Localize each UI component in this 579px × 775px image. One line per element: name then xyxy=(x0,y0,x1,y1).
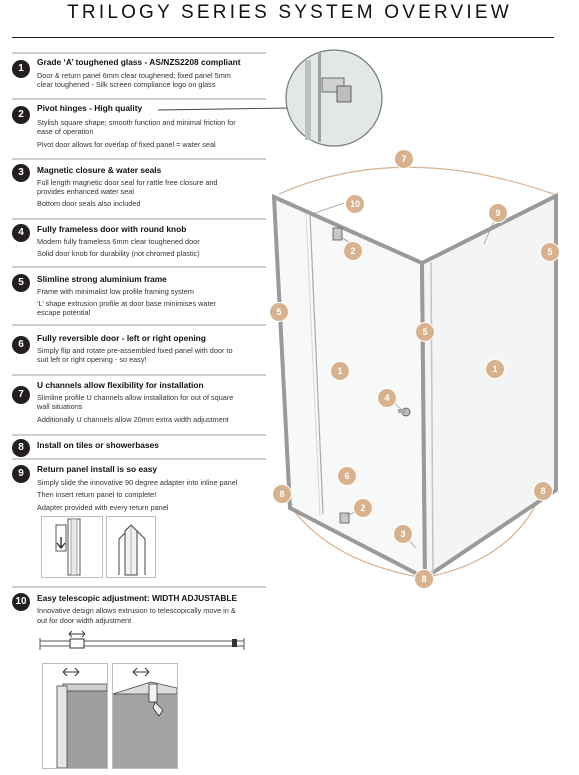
feature-title: Slimline strong aluminium frame xyxy=(37,274,167,284)
title-divider xyxy=(12,37,554,38)
page-title: TRILOGY SERIES SYSTEM OVERVIEW xyxy=(67,2,512,23)
telescopic-detail-2 xyxy=(112,663,178,769)
feature-line: escape potential xyxy=(37,308,91,317)
feature-1: 1 Grade ‘A’ toughened glass - AS/NZS2208… xyxy=(12,52,266,98)
adapter-sketch-2 xyxy=(106,516,156,578)
callout-8: 8 xyxy=(533,481,553,501)
adapter-sketch-1 xyxy=(41,516,103,578)
feature-title: Pivot hinges - High quality xyxy=(37,103,143,113)
feature-title: U channels allow flexibility for install… xyxy=(37,380,204,390)
callout-5: 5 xyxy=(540,242,560,262)
callout-8: 8 xyxy=(272,484,292,504)
feature-line: ‘L’ shape extrusion profile at door base… xyxy=(37,299,216,308)
feature-line: Simply slide the innovative 90 degree ad… xyxy=(37,478,238,487)
feature-divider xyxy=(12,324,266,326)
feature-number-badge: 8 xyxy=(12,439,30,457)
feature-divider xyxy=(12,374,266,376)
extrusion-detail-illustration xyxy=(56,667,107,768)
feature-line: suit left or right opening - so easy! xyxy=(37,355,147,364)
feature-line: Adapter provided with every return panel xyxy=(37,503,169,512)
feature-line: clear toughened - Silk screen compliance… xyxy=(37,80,216,89)
feature-line: Modern fully frameless 6mm clear toughen… xyxy=(37,237,200,246)
feature-number-badge: 2 xyxy=(12,106,30,124)
feature-number-badge: 9 xyxy=(12,465,30,483)
feature-2: 2 Pivot hinges - High quality Stylish sq… xyxy=(12,98,266,158)
feature-line: Then insert return panel to complete! xyxy=(37,490,157,499)
feature-line: Bottom door seals also included xyxy=(37,199,141,208)
adapter-insert-illustration xyxy=(55,518,81,576)
feature-number-badge: 4 xyxy=(12,224,30,242)
feature-divider xyxy=(12,52,266,54)
feature-number-badge: 3 xyxy=(12,164,30,182)
feature-divider xyxy=(12,434,266,436)
feature-title: Fully frameless door with round knob xyxy=(37,224,187,234)
feature-divider xyxy=(12,458,266,460)
feature-line: wall situations xyxy=(37,402,83,411)
callout-3: 3 xyxy=(393,524,413,544)
feature-line: Stylish square shape; smooth function an… xyxy=(37,118,236,127)
feature-title: Install on tiles or showerbases xyxy=(37,440,159,450)
feature-divider xyxy=(12,218,266,220)
callout-5: 5 xyxy=(269,302,289,322)
feature-10: 10 Easy telescopic adjustment: WIDTH ADJ… xyxy=(12,586,266,636)
feature-title: Grade ‘A’ toughened glass - AS/NZS2208 c… xyxy=(37,57,241,67)
feature-line: Full length magnetic door seal for rattl… xyxy=(37,178,218,187)
callout-2: 2 xyxy=(353,498,373,518)
callout-4: 4 xyxy=(377,388,397,408)
adapter-assembled-illustration xyxy=(118,524,146,576)
feature-line: Innovative design allows extrusion to te… xyxy=(37,606,236,615)
callout-8: 8 xyxy=(414,569,434,589)
feature-divider xyxy=(12,586,266,588)
feature-8: 8 Install on tiles or showerbases xyxy=(12,434,266,458)
feature-line: Solid door knob for durability (not chro… xyxy=(37,249,200,258)
feature-number-badge: 7 xyxy=(12,386,30,404)
callout-10: 10 xyxy=(345,194,365,214)
feature-4: 4 Fully frameless door with round knob M… xyxy=(12,218,266,266)
feature-title: Fully reversible door - left or right op… xyxy=(37,333,206,343)
callout-7: 7 xyxy=(394,149,414,169)
callout-2: 2 xyxy=(343,241,363,261)
feature-divider xyxy=(12,158,266,160)
callout-5: 5 xyxy=(415,322,435,342)
feature-title: Return panel install is so easy xyxy=(37,464,158,474)
callout-1: 1 xyxy=(485,359,505,379)
feature-line: Frame with minimalist low profile framin… xyxy=(37,287,194,296)
feature-number-badge: 5 xyxy=(12,274,30,292)
feature-divider xyxy=(12,266,266,268)
feature-5: 5 Slimline strong aluminium frame Frame … xyxy=(12,266,266,324)
feature-line: Additionally U channels allow 20mm extra… xyxy=(37,415,229,424)
feature-line: Door & return panel 6mm clear toughened;… xyxy=(37,71,231,80)
extrusion-detail-illustration xyxy=(113,667,177,768)
feature-number-badge: 1 xyxy=(12,60,30,78)
telescopic-detail-1 xyxy=(42,663,108,769)
feature-number-badge: 10 xyxy=(12,593,30,611)
feature-7: 7 U channels allow flexibility for insta… xyxy=(12,374,266,434)
feature-line: ease of operation xyxy=(37,127,94,136)
callout-9: 9 xyxy=(488,203,508,223)
feature-line: Slimline profile U channels allow instal… xyxy=(37,393,234,402)
feature-line: out for door width adjustment xyxy=(37,616,132,625)
feature-number-badge: 6 xyxy=(12,336,30,354)
feature-line: provides enhanced water seal xyxy=(37,187,134,196)
feature-title: Easy telescopic adjustment: WIDTH ADJUST… xyxy=(37,593,238,603)
feature-divider xyxy=(12,98,266,100)
feature-line: Pivot door allows for overlap of fixed p… xyxy=(37,140,216,149)
callout-6: 6 xyxy=(337,466,357,486)
callout-1: 1 xyxy=(330,361,350,381)
feature-line: Simply flip and rotate pre-assembled fix… xyxy=(37,346,233,355)
feature-6: 6 Fully reversible door - left or right … xyxy=(12,324,266,374)
feature-title: Magnetic closure & water seals xyxy=(37,165,162,175)
feature-9: 9 Return panel install is so easy Simply… xyxy=(12,458,266,586)
feature-3: 3 Magnetic closure & water seals Full le… xyxy=(12,158,266,218)
